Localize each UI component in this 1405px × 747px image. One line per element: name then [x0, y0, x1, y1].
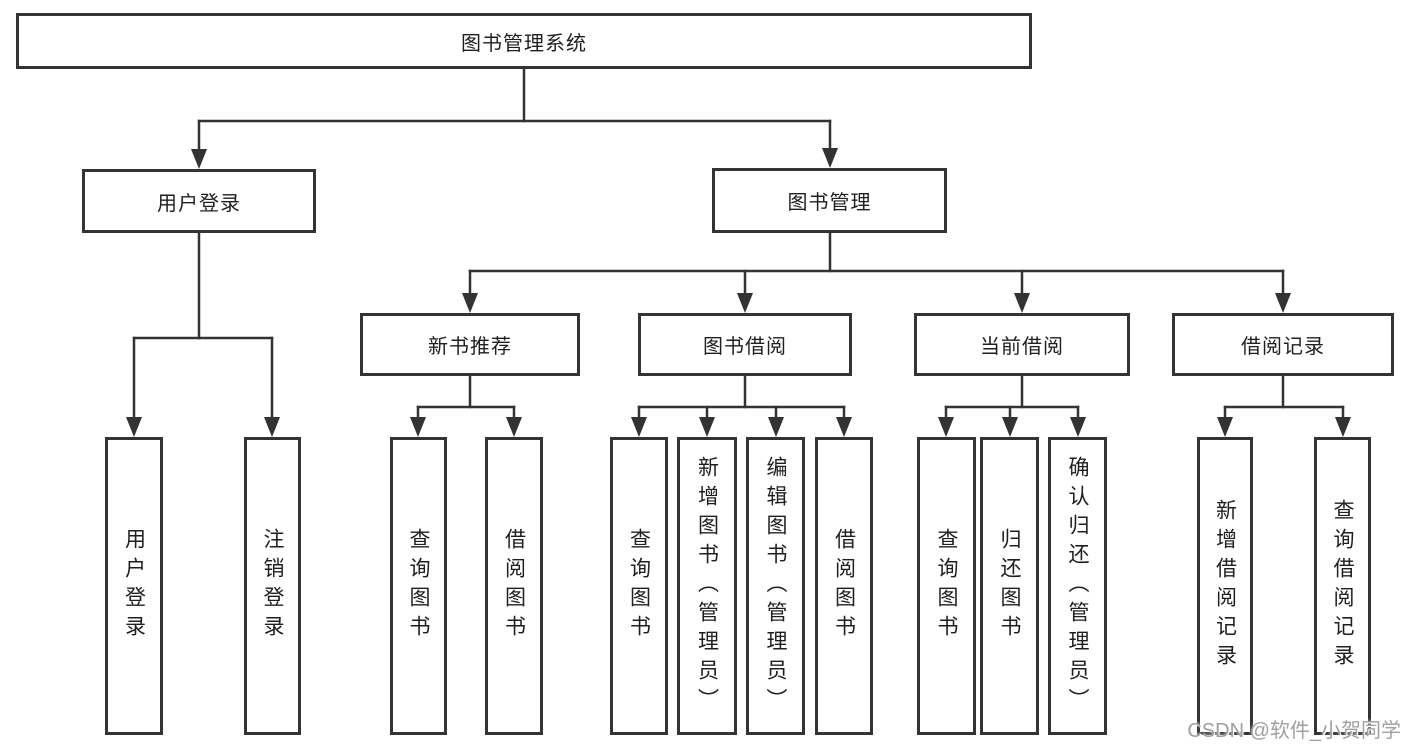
leaf-borrow-query-books-label: 查询图书: [627, 528, 651, 644]
node-book-borrow: 图书借阅: [638, 313, 852, 376]
leaf-current-query-books: 查询图书: [917, 437, 976, 735]
node-current-borrow: 当前借阅: [914, 313, 1130, 376]
leaf-borrow-books-label: 借阅图书: [832, 528, 856, 644]
leaf-add-borrow-record: 新增借阅记录: [1197, 437, 1253, 735]
node-book-management: 图书管理: [712, 168, 947, 233]
leaf-query-borrow-record-label: 查询借阅记录: [1331, 499, 1354, 673]
leaf-return-books-label: 归还图书: [998, 528, 1021, 644]
leaf-borrow-books: 借阅图书: [815, 437, 873, 735]
watermark: CSDN @软件_小贺同学: [1187, 720, 1401, 742]
leaf-recommend-query-books: 查询图书: [390, 437, 447, 735]
leaf-confirm-return-admin-label: 确认归还（管理员）: [1066, 455, 1089, 717]
leaf-query-borrow-record: 查询借阅记录: [1314, 437, 1371, 735]
leaf-current-query-books-label: 查询图书: [935, 528, 958, 644]
node-root: 图书管理系统: [16, 13, 1032, 69]
leaf-recommend-query-books-label: 查询图书: [407, 528, 430, 644]
leaf-edit-book-admin: 编辑图书（管理员）: [746, 437, 805, 735]
leaf-add-borrow-record-label: 新增借阅记录: [1213, 499, 1237, 673]
node-book-borrow-label: 图书借阅: [703, 336, 787, 358]
node-new-book-recommend: 新书推荐: [360, 313, 580, 376]
leaf-logout: 注销登录: [244, 437, 301, 735]
leaf-user-login-label: 用户登录: [122, 528, 146, 644]
leaf-logout-label: 注销登录: [261, 528, 284, 644]
leaf-borrow-query-books: 查询图书: [610, 437, 668, 735]
leaf-return-books: 归还图书: [980, 437, 1039, 735]
node-current-borrow-label: 当前借阅: [980, 336, 1064, 358]
leaf-add-book-admin-label: 新增图书（管理员）: [695, 455, 719, 717]
leaf-confirm-return-admin: 确认归还（管理员）: [1048, 437, 1107, 735]
node-new-book-recommend-label: 新书推荐: [428, 336, 512, 358]
node-borrow-records: 借阅记录: [1172, 313, 1394, 376]
node-user-login: 用户登录: [82, 169, 316, 233]
leaf-recommend-borrow-books-label: 借阅图书: [502, 528, 526, 644]
leaf-add-book-admin: 新增图书（管理员）: [677, 437, 737, 735]
leaf-edit-book-admin-label: 编辑图书（管理员）: [764, 455, 787, 717]
node-borrow-records-label: 借阅记录: [1241, 336, 1325, 358]
node-user-login-label: 用户登录: [157, 192, 241, 215]
leaf-recommend-borrow-books: 借阅图书: [485, 437, 543, 735]
node-root-label: 图书管理系统: [461, 32, 587, 55]
node-book-management-label: 图书管理: [787, 192, 872, 214]
leaf-user-login: 用户登录: [105, 437, 163, 735]
